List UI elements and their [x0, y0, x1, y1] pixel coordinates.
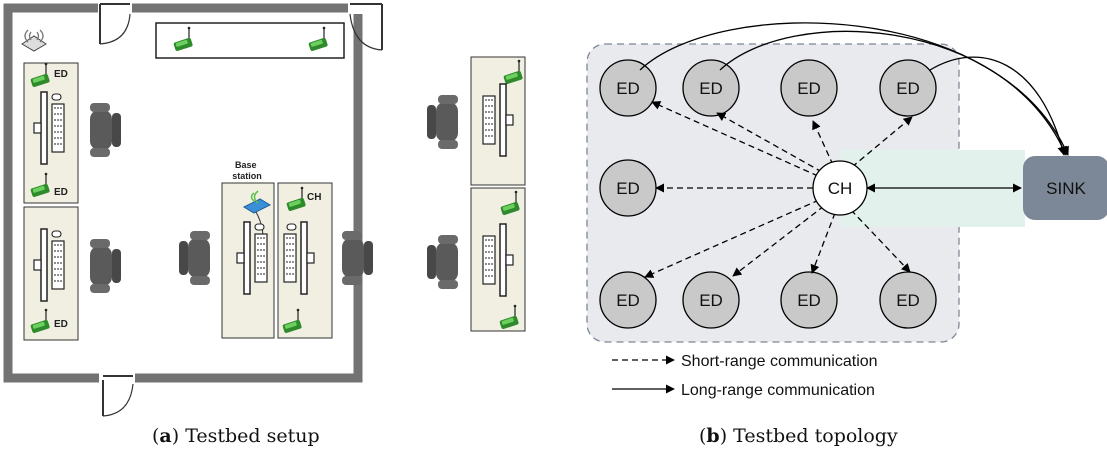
ed-node-label-7: ED — [699, 291, 723, 310]
ed-nodes: ED ED ED ED ED ED ED ED ED — [599, 59, 937, 329]
computer-right-bottom — [482, 223, 514, 297]
link-ch-ed-9 — [850, 209, 911, 273]
ed-node-8 — [780, 271, 838, 329]
legend-long-range-label: Long-range communication — [681, 382, 875, 399]
ed-label-1: ED — [54, 69, 68, 80]
ed-node-1 — [599, 59, 657, 117]
ed-label-2: ED — [54, 187, 68, 198]
caption-a: (a) Testbed setup — [152, 425, 320, 447]
link-ch-ed-2 — [716, 112, 823, 173]
ed-node-label-8: ED — [797, 291, 821, 310]
ch-node — [812, 160, 868, 216]
chair-right-bottom — [427, 235, 458, 289]
caption-b: (b) Testbed topology — [699, 425, 898, 447]
ed-node-label-6: ED — [616, 291, 640, 310]
desk-right-bottom — [470, 187, 526, 332]
door-top-right — [348, 0, 384, 51]
ed-node-7 — [682, 271, 740, 329]
floorplan-right-side — [427, 56, 526, 332]
ed-node-4 — [879, 59, 937, 117]
door-bottom — [99, 372, 135, 417]
link-ch-ed-4 — [851, 116, 913, 168]
base-station-line-2: station — [232, 171, 262, 181]
legend-short-range-label: Short-range communication — [681, 353, 878, 370]
ed-node-label-1: ED — [616, 79, 640, 98]
sink-label: SINK — [1046, 179, 1086, 198]
desk-left-bottom — [23, 206, 79, 341]
link-ch-ed-3 — [812, 120, 834, 166]
ed-node-3 — [780, 59, 838, 117]
base-station-line-1: Base — [235, 160, 257, 170]
short-range-links — [644, 101, 913, 278]
ed-node-label-2: ED — [699, 79, 723, 98]
access-point-icon — [21, 29, 47, 52]
link-ch-ed-7 — [732, 205, 825, 277]
link-ed-sink-2 — [719, 30, 1067, 156]
caption-a-letter: a — [159, 425, 172, 447]
ed-node-label-9: ED — [896, 291, 920, 310]
ed-node-6 — [599, 271, 657, 329]
ed-node-2 — [682, 59, 740, 117]
caption-a-text: Testbed setup — [179, 425, 320, 447]
long-range-links — [639, 22, 1069, 193]
base-station-label: Base station — [232, 160, 262, 181]
ed-node-label-3: ED — [797, 79, 821, 98]
legend: Short-range communication Long-range com… — [612, 353, 878, 399]
caption-b-text: Testbed topology — [727, 425, 898, 447]
link-ed-sink-3 — [929, 56, 1067, 156]
testbed-topology: SINK ED ED ED ED ED ED ED ED ED CH Short-range c… — [586, 22, 1107, 399]
ch-label-setup: CH — [307, 192, 321, 203]
ed-label-3: ED — [54, 319, 68, 330]
computer-right-top — [482, 83, 514, 157]
link-ch-ed-1 — [651, 101, 819, 177]
link-ch-ed-8 — [810, 212, 836, 274]
chair-right-top — [427, 95, 458, 149]
door-top-left — [98, 0, 132, 45]
base-station-router-icon — [242, 190, 272, 214]
sink-node — [1023, 156, 1107, 220]
ed-node-label-4: ED — [896, 79, 920, 98]
link-ch-ed-6 — [644, 199, 820, 278]
figure: ED ED ED Base station CH — [3, 0, 1107, 417]
ch-label: CH — [828, 179, 853, 198]
testbed-setup-floorplan: ED ED ED Base station CH — [3, 0, 384, 417]
caption-b-letter: b — [706, 425, 720, 447]
ed-node-label-5: ED — [616, 179, 640, 198]
